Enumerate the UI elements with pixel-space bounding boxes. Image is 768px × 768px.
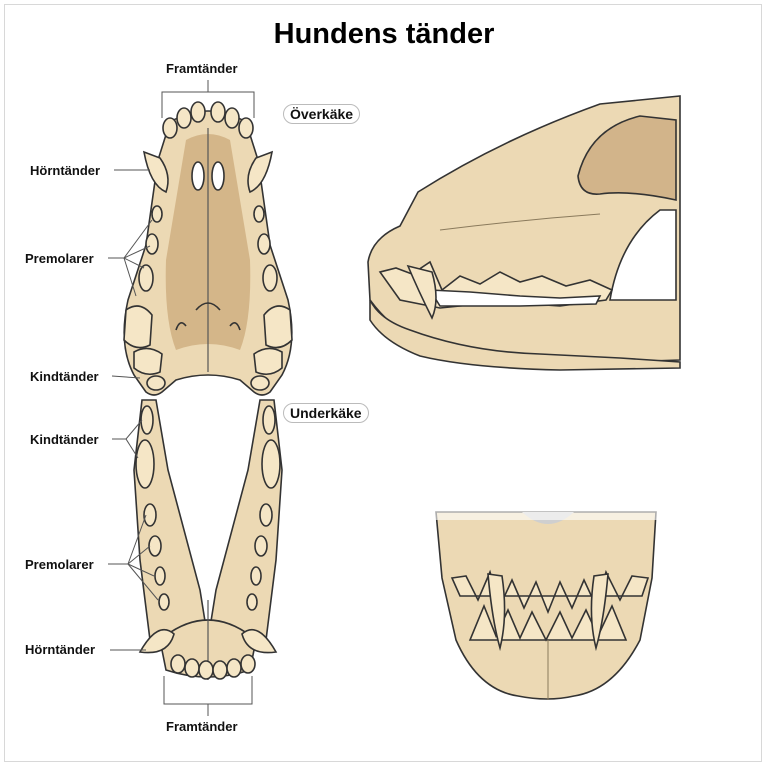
skull-side-view: [367, 90, 690, 380]
palatine-hole-right: [211, 161, 225, 191]
lower-molars-label: Kindtänder: [30, 432, 99, 447]
diagram-title: Hundens tänder: [273, 18, 495, 50]
lower-premolars: [143, 503, 273, 611]
upper-premolars-label: Premolarer: [25, 251, 94, 266]
upper-premolars: [123, 205, 293, 349]
skull-front-view: [430, 504, 666, 700]
upper-incisors-label: Framtänder: [166, 61, 238, 76]
lower-canines-label: Hörntänder: [25, 642, 96, 657]
upper-canine-right: [247, 150, 274, 194]
upper-molars-label: Kindtänder: [30, 369, 99, 384]
lower-incisors-label: Framtänder: [166, 719, 238, 734]
lower-premolars-label: Premolarer: [25, 557, 94, 572]
label-leader-lines: [108, 80, 255, 716]
upper-jaw-label: Överkäke: [283, 104, 361, 124]
palatine-hole-left: [191, 161, 205, 191]
skull-gap: [428, 289, 602, 307]
upper-canines-label: Hörntänder: [30, 163, 101, 178]
lower-canine-right: [241, 629, 278, 654]
skull-canine: [406, 264, 437, 320]
lower-jaw-label: Underkäke: [283, 403, 369, 423]
upper-jaw-illustration: [123, 101, 293, 396]
upper-molars: [133, 347, 283, 391]
lower-canine-left: [138, 629, 175, 654]
lower-jaw-illustration: [133, 399, 283, 680]
lower-incisors: [170, 654, 256, 680]
front-canine-right: [590, 573, 609, 652]
upper-incisors: [162, 101, 254, 139]
lower-molars: [135, 405, 281, 489]
front-canine-left: [487, 573, 506, 652]
